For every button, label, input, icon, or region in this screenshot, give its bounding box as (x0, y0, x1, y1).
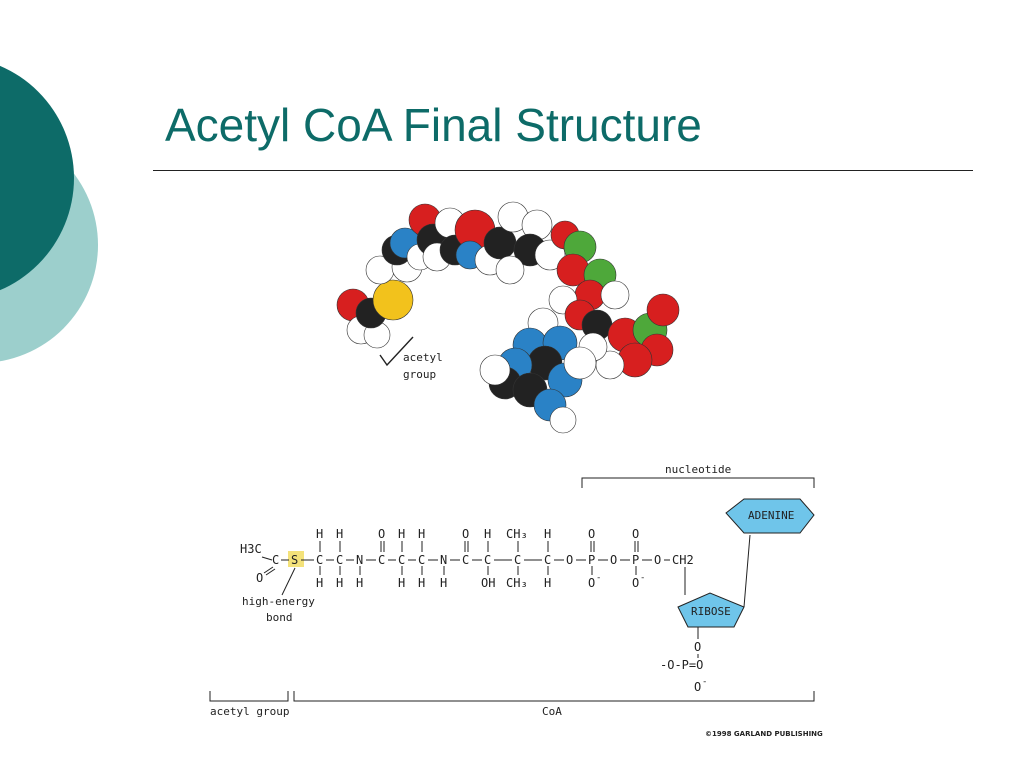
ribose-ring (677, 592, 745, 628)
acetyl-label-line1: acetyl (403, 351, 443, 364)
svg-text:O: O (632, 527, 639, 541)
svg-text:N: N (440, 553, 447, 567)
svg-text:H: H (316, 527, 323, 541)
dark-teal-circle (0, 65, 74, 291)
svg-text:H: H (336, 576, 343, 590)
svg-text:H: H (418, 576, 425, 590)
svg-text:H: H (440, 576, 447, 590)
h3c-label: H3C (240, 542, 262, 556)
adenine-label: ADENINE (748, 509, 794, 522)
phosphate-group: -O-P=O (660, 658, 703, 672)
slide-title: Acetyl CoA Final Structure (165, 99, 702, 151)
svg-text:H: H (544, 527, 551, 541)
svg-text:O: O (610, 553, 617, 567)
ribose-label: RIBOSE (691, 605, 731, 618)
space-filling-model: acetyl group (336, 201, 680, 434)
acetyl-label-line2: group (403, 368, 436, 381)
decorative-circles (0, 65, 98, 362)
svg-text:C: C (316, 553, 323, 567)
svg-text:H: H (356, 576, 363, 590)
svg-text:C: C (544, 553, 551, 567)
svg-text:O: O (632, 576, 639, 590)
acetyl-group-label: acetyl group (210, 705, 289, 718)
svg-text:H: H (316, 576, 323, 590)
svg-text:H: H (418, 527, 425, 541)
svg-text:O: O (462, 527, 469, 541)
adenine-ring (725, 498, 815, 534)
svg-text:-: - (702, 677, 707, 687)
svg-text:OH: OH (481, 576, 495, 590)
svg-text:C: C (398, 553, 405, 567)
nucleotide-bracket (581, 477, 815, 488)
coa-label: CoA (542, 705, 562, 718)
svg-text:C: C (462, 553, 469, 567)
svg-text:O: O (566, 553, 573, 567)
svg-text:O: O (654, 553, 661, 567)
structural-formula: H3C C O S C C N C C C N C C C C O P O P … (209, 463, 823, 738)
svg-text:H: H (336, 527, 343, 541)
svg-text:N: N (356, 553, 363, 567)
title-divider (153, 170, 973, 171)
svg-text:H: H (544, 576, 551, 590)
svg-text:O: O (588, 576, 595, 590)
copyright: ©1998 GARLAND PUBLISHING (705, 730, 823, 738)
svg-text:C: C (378, 553, 385, 567)
svg-text:C: C (336, 553, 343, 567)
acetyl-bracket (379, 336, 414, 367)
high-energy-label-line1: high-energy (242, 595, 315, 608)
svg-text:P: P (632, 553, 639, 567)
carbonyl-oxygen: O (256, 571, 263, 585)
svg-text:P: P (588, 553, 595, 567)
svg-text:C: C (272, 553, 279, 567)
svg-text:-: - (640, 573, 645, 583)
acetyl-group-bracket (209, 691, 289, 702)
svg-text:H: H (484, 527, 491, 541)
svg-text:C: C (418, 553, 425, 567)
svg-text:H: H (398, 576, 405, 590)
svg-text:CH₃: CH₃ (506, 576, 528, 590)
svg-text:-: - (596, 573, 601, 583)
svg-text:O: O (588, 527, 595, 541)
top-substituents: H H O H H O H CH₃ H O O (316, 527, 639, 552)
svg-text:H: H (398, 527, 405, 541)
ch2-label: CH2 (672, 553, 694, 567)
sulfur-highlight (288, 551, 304, 567)
svg-text:C: C (514, 553, 521, 567)
svg-text:O: O (694, 640, 701, 654)
coa-bracket (293, 691, 815, 702)
nucleotide-label: nucleotide (665, 463, 731, 476)
svg-text:CH₃: CH₃ (506, 527, 528, 541)
sulfur-atom: S (291, 553, 298, 567)
svg-text:O: O (694, 680, 701, 694)
high-energy-label-line2: bond (266, 611, 293, 624)
bottom-substituents: H H H H H H OH CH₃ H O- O- (316, 566, 645, 590)
svg-text:O: O (378, 527, 385, 541)
svg-text:C: C (484, 553, 491, 567)
